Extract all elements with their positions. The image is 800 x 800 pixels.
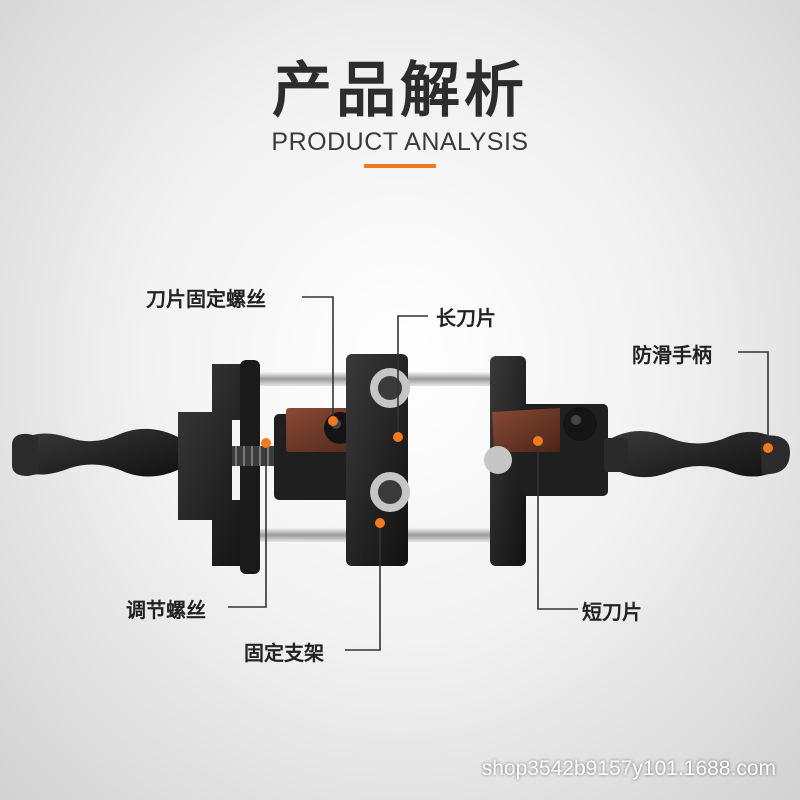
callout-short-blade: 短刀片 [582, 600, 642, 624]
dot-adjusting-screw [261, 438, 271, 448]
dot-short-blade [533, 436, 543, 446]
right-frame [484, 356, 628, 566]
callout-blade-fixing-screw: 刀片固定螺丝 [146, 287, 266, 311]
leader-anti-slip-handle [738, 351, 769, 448]
callout-dots [261, 416, 773, 528]
dot-long-blade [393, 432, 403, 442]
leader-adjusting-screw [228, 443, 267, 608]
adjusting-screw-body [232, 446, 276, 466]
page-title: 产品解析 [272, 56, 528, 126]
leader-fixing-bracket [345, 523, 381, 651]
dot-anti-slip-handle [763, 443, 773, 453]
callout-adjusting-screw: 调节螺丝 [126, 598, 206, 622]
left-frame [178, 360, 260, 574]
leader-lines [228, 296, 769, 651]
leader-short-blade [537, 441, 578, 610]
leader-blade-fixing-screw [302, 296, 334, 421]
callout-fixing-bracket: 固定支架 [244, 641, 324, 665]
leader-long-blade [397, 315, 428, 437]
shop-watermark: shop3542b9157y101.1688.com [481, 757, 776, 780]
middle-bracket [346, 354, 410, 566]
dot-fixing-bracket [375, 518, 385, 528]
left-handle [12, 428, 182, 477]
title-underline [364, 164, 436, 168]
dot-blade-fixing-screw [328, 416, 338, 426]
page-subtitle: PRODUCT ANALYSIS [271, 128, 529, 156]
callout-anti-slip-handle: 防滑手柄 [632, 343, 712, 367]
right-handle [612, 431, 790, 478]
callout-long-blade: 长刀片 [436, 306, 496, 330]
